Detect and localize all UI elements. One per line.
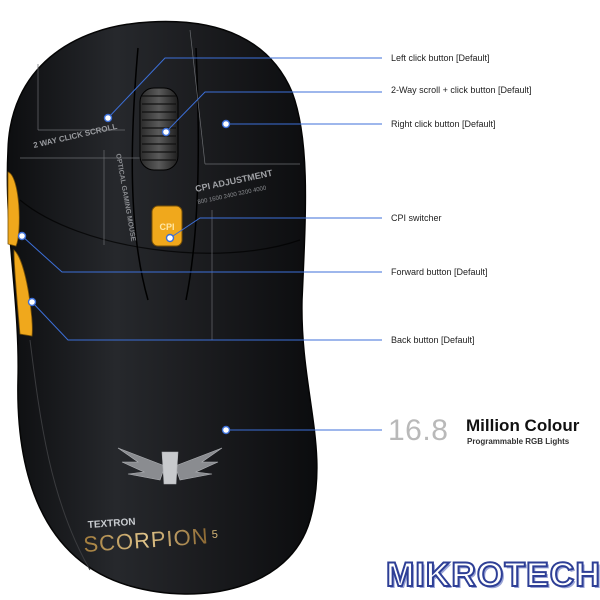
brand-small-text: TEXTRON — [87, 517, 135, 531]
wings-emblem-icon — [117, 447, 223, 485]
forward-side-button[interactable] — [7, 171, 20, 247]
left-button-seam — [131, 47, 149, 301]
side-seam — [29, 339, 91, 571]
brand-suffix-text: 5 — [211, 529, 218, 541]
callout-cpi: CPI switcher — [391, 213, 442, 223]
callout-right-click: Right click button [Default] — [391, 119, 496, 129]
callout-forward: Forward button [Default] — [391, 267, 488, 277]
callout-scroll: 2-Way scroll + click button [Default] — [391, 85, 532, 95]
right-button-seam — [185, 47, 200, 301]
rgb-headline: Million Colour — [466, 416, 580, 435]
palm-seam — [19, 199, 301, 254]
callout-left-click: Left click button [Default] — [391, 53, 490, 63]
cpi-switcher-button[interactable] — [151, 205, 183, 247]
scroll-wheel[interactable] — [139, 87, 179, 171]
callout-back: Back button [Default] — [391, 335, 475, 345]
callout-anchor-dots — [17, 113, 231, 435]
back-side-button[interactable] — [13, 249, 33, 337]
scroll-wheel-grip — [142, 95, 176, 161]
rgb-subline: Programmable RGB Lights — [467, 437, 570, 446]
rgb-number: 16.8 — [388, 414, 449, 447]
mouse-body — [6, 20, 318, 595]
callout-lines — [21, 57, 382, 431]
watermark-logo: MIKROTECH — [385, 555, 600, 595]
cpi-button-label: CPI — [159, 222, 174, 232]
